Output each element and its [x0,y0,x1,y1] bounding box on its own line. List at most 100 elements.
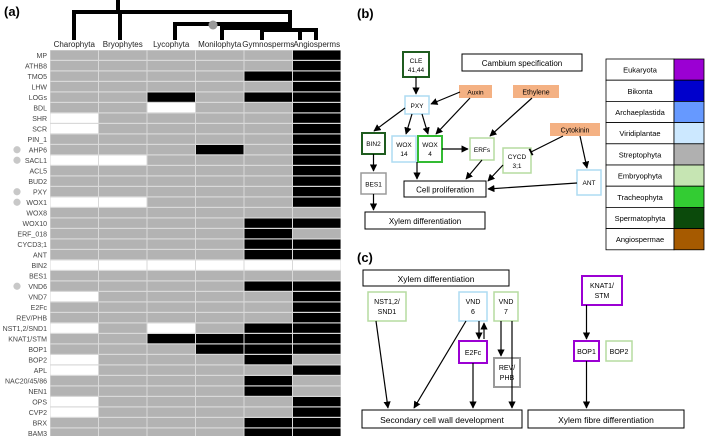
gene-label: SCR [32,127,47,134]
legend-swatch [673,101,705,124]
gene-label: BES1 [29,274,47,281]
heatmap-cell [244,397,292,407]
heatmap-cell [99,239,147,249]
heatmap-cell [196,344,244,354]
heatmap-cell [147,376,195,386]
heatmap-cell [244,260,292,270]
heatmap-cell [147,92,195,102]
heatmap-cell [196,239,244,249]
heatmap-cell [293,271,341,281]
heatmap-cell [196,103,244,113]
heatmap-cell [196,176,244,186]
heatmap-cell [99,124,147,134]
heatmap-cell [293,313,341,323]
secondary-wall-box [361,409,523,429]
heatmap-cell [50,176,98,186]
bop1-label: BOP1 [577,349,596,356]
legend-label: Angiospermae [616,235,664,244]
heatmap-cell [196,208,244,218]
heatmap-cell [196,92,244,102]
heatmap-cell [99,376,147,386]
heatmap-cell [50,334,98,344]
gene-label: BOP2 [28,358,47,365]
heatmap-cell [147,82,195,92]
heatmap-cell [50,61,98,71]
gene-label: WOX8 [26,211,47,218]
heatmap-cell [147,428,195,436]
gene-label: PXY [33,190,47,197]
heatmap-cell [196,71,244,81]
heatmap-cell [50,197,98,207]
heatmap-cell [244,92,292,102]
heatmap-cell [196,197,244,207]
heatmap-cell [196,313,244,323]
heatmap-cell [99,260,147,270]
heatmap-cell [244,124,292,134]
gene-label: BAM3 [28,431,47,436]
ethylene-label: Ethylene [522,90,549,97]
gene-label: NEN1 [28,389,47,396]
heatmap-cell [99,344,147,354]
heatmap-cell [244,50,292,60]
heatmap-cell [50,292,98,302]
heatmap-cell [99,397,147,407]
cle-label-1: CLE [410,58,423,65]
heatmap-cell [293,344,341,354]
heatmap-cell [99,176,147,186]
legend-swatch [673,143,705,166]
heatmap-cell [99,166,147,176]
heatmap-cell [147,229,195,239]
heatmap-cell [99,386,147,396]
taxonomy-legend: EukaryotaBikontaArchaeplastidaViridiplan… [605,58,705,251]
heatmap-cell [99,218,147,228]
heatmap-cell [293,145,341,155]
heatmap-cell [196,376,244,386]
fibre-diff-box [527,409,685,429]
gene-label: BRX [33,421,48,428]
wox4-label-2: 4 [428,151,432,158]
tree-node-dot [208,20,218,30]
wox14-node [391,135,417,163]
xylem-diff-box-b [364,211,486,230]
heatmap-cell [196,407,244,417]
vnd7-node [493,291,519,322]
group-label: Bryophytes [103,40,143,49]
heatmap-cell [244,155,292,165]
heatmap-cell [293,260,341,270]
heatmap-cell [50,155,98,165]
heatmap-cell [244,428,292,436]
legend-label: Viridiplantae [619,129,660,138]
xylem-diff-label-c: Xylem differentiation [398,274,475,284]
heatmap-cell [50,50,98,60]
gene-label: LOGs [29,95,48,102]
heatmap-cell [244,323,292,333]
heatmap-cell [147,418,195,428]
heatmap-cell [293,50,341,60]
heatmap-cell [196,260,244,270]
edges-b [369,77,590,211]
heatmap-cell [50,376,98,386]
gene-label: NST1,2/SND1 [3,326,47,333]
pxy-node [404,95,430,115]
cle-label-2: 41,44 [408,67,425,74]
heatmap-cell [99,271,147,281]
heatmap-cell [196,166,244,176]
heatmap-cell [147,155,195,165]
heatmap-cell [244,187,292,197]
heatmap-cell [196,250,244,260]
heatmap-cell [147,145,195,155]
heatmap-cell [99,407,147,417]
heatmap-cell [147,260,195,270]
legend-swatch [673,164,705,187]
legend-label: Streptophyta [619,150,662,159]
heatmap-cell [99,281,147,291]
gene-labels: MPATHB8TMO5LHWLOGsBDLSHRSCRPIN_1AHP6SACL… [3,53,48,436]
heatmap-cell [50,82,98,92]
heatmap-cell [147,176,195,186]
heatmap-cell [99,302,147,312]
diagram-c: Xylem differentiation NST1,2/ SND1 VND 6… [361,269,685,429]
heatmap-cell [99,229,147,239]
heatmap-cell [293,113,341,123]
wox4-label-1: WOX [422,142,438,149]
heatmap-cell [147,208,195,218]
